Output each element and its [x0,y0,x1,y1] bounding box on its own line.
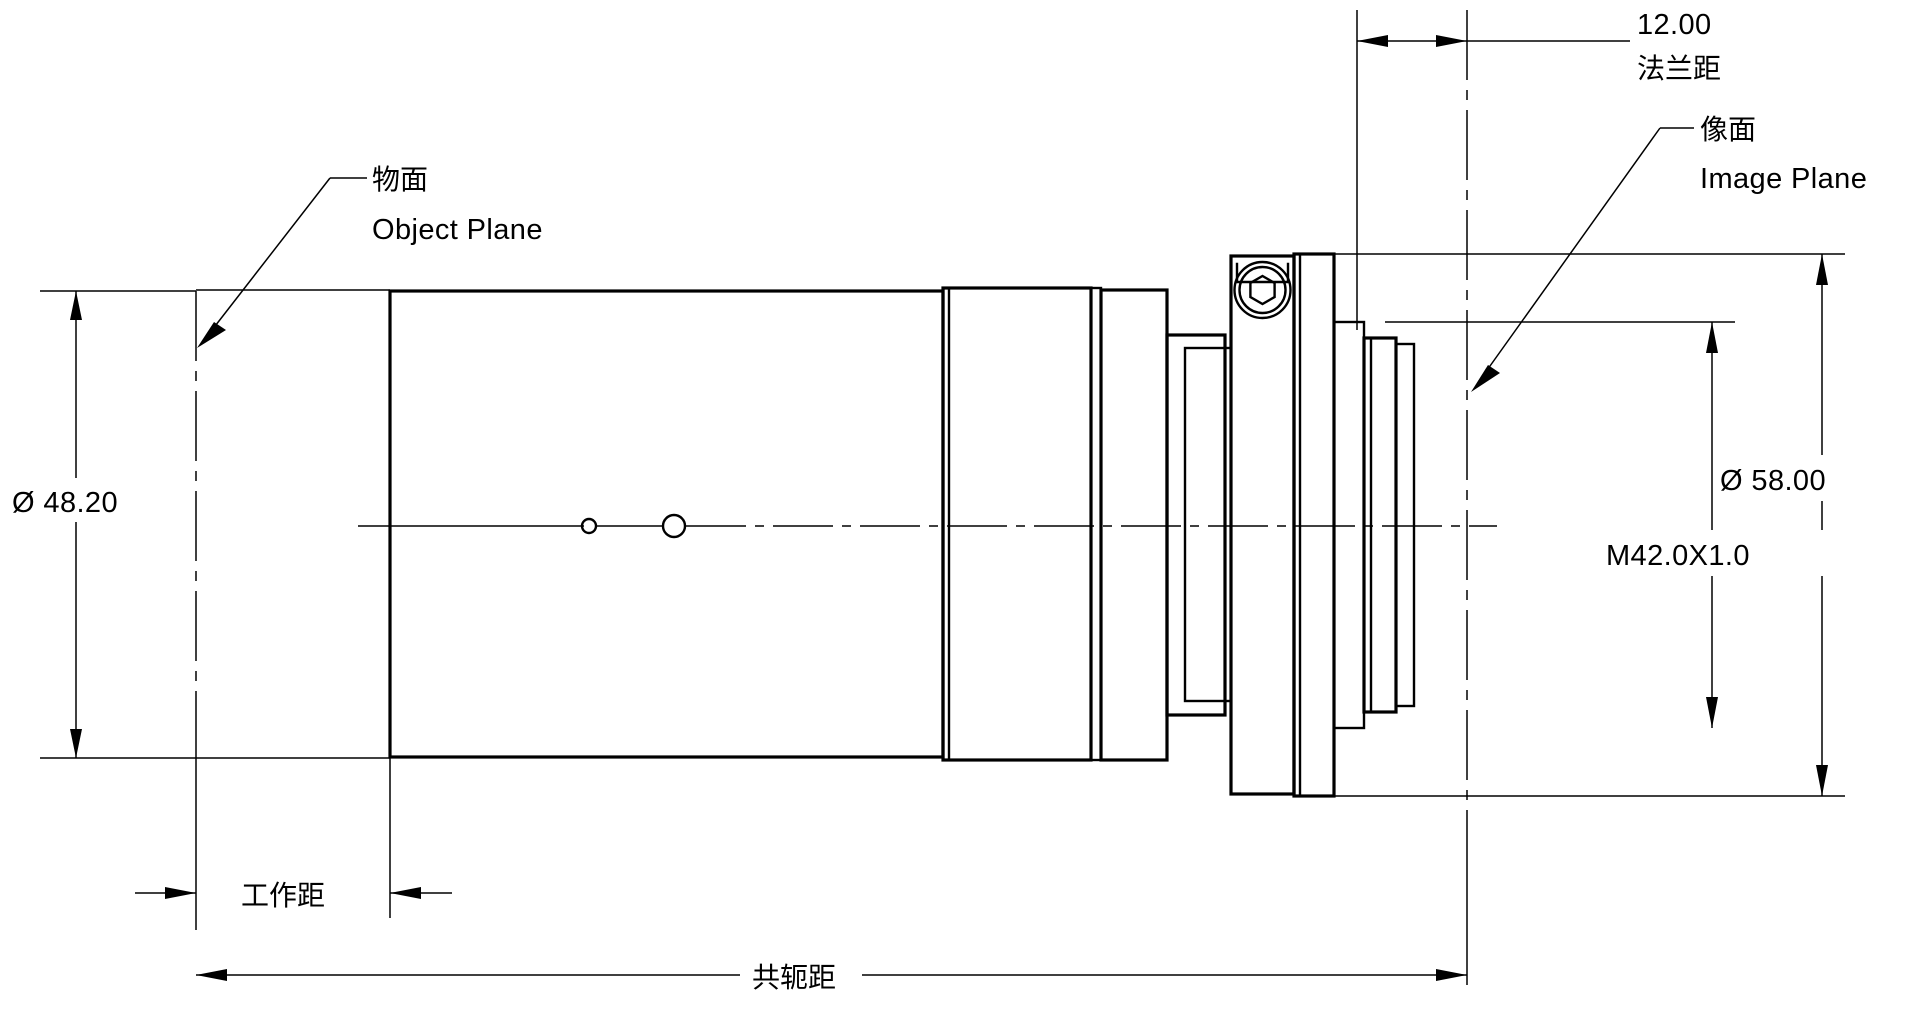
image-plane-leader-group: 像面 Image Plane [1471,113,1867,392]
dim-48-arrow-top [70,291,82,320]
mount-flange-outline [1229,254,1296,796]
dim-m42-text-mask [1600,530,1828,576]
dim-12-arrow-right [1436,35,1467,47]
object-plane-label-cn-text: 物面 [372,163,428,196]
wd-arrow-right [390,887,421,899]
image-plane-label-en-text: Image Plane [1700,163,1867,195]
dim-48-text-mask [8,478,134,522]
dim-flange-distance-group: 12.00 法兰距 [1357,9,1721,85]
thread-step-2 [1362,336,1398,714]
conjugate-distance-label-text: 共轭距 [752,961,836,994]
image-plane-leader-diag [1484,127,1661,374]
dim-58-arrow-bottom [1816,765,1828,796]
dim-58-text-mask [1716,455,1891,501]
alignment-dot-small [580,517,598,535]
lens-body-group [388,252,1416,798]
object-plane-label-en-text: Object Plane [372,214,543,246]
hex-socket-icon [1249,274,1276,306]
dim-48-arrow-bottom [70,729,82,758]
dim-working-distance-group: 工作距 [135,758,452,930]
thread-spec-text: M42.0X1.0 [1606,540,1750,572]
set-screw-inner-circle [1238,265,1287,315]
flange-distance-value-text: 12.00 [1637,9,1712,41]
dim-12-arrow-left [1357,35,1388,47]
front-barrel-outline [388,289,945,759]
thread-step-1 [1332,320,1366,730]
dim-m42-arrow-top [1706,322,1718,353]
flange-distance-label-text: 法兰距 [1637,52,1721,85]
object-plane-leader-arrow [197,322,226,348]
dim-m42-arrow-bottom [1706,697,1718,728]
wd-arrow-left [165,887,196,899]
dim-mount-diameter-group: Ø 58.00 [1334,253,1891,797]
dim-thread-group: M42.0X1.0 [1385,321,1828,728]
dim-front-diameter-group: Ø 48.20 [8,290,196,759]
step-body-a [1165,333,1227,717]
object-plane-leader-diag [211,177,331,331]
image-plane-label-cn-text: 像面 [1700,113,1756,146]
working-distance-label-text: 工作距 [241,879,325,912]
set-screw-outer-circle [1233,260,1292,320]
thread-step-3 [1394,342,1416,708]
focus-ring-outline [941,286,1093,762]
dim-conjugate-distance-group: 共轭距 [196,845,1468,994]
set-screw-boss-rim [1235,262,1290,284]
conj-arrow-right [1436,969,1467,981]
dim-58-arrow-top [1816,254,1828,285]
image-plane-leader-arrow [1471,365,1500,392]
front-diameter-text: Ø 48.20 [12,487,118,519]
object-plane-group [195,289,390,759]
mount-diameter-text: Ø 58.00 [1720,465,1826,497]
rear-ring-outline [1099,288,1169,762]
object-plane-leader-group: 物面 Object Plane [197,163,543,348]
alignment-dot-large [661,513,687,539]
conj-arrow-left [196,969,227,981]
